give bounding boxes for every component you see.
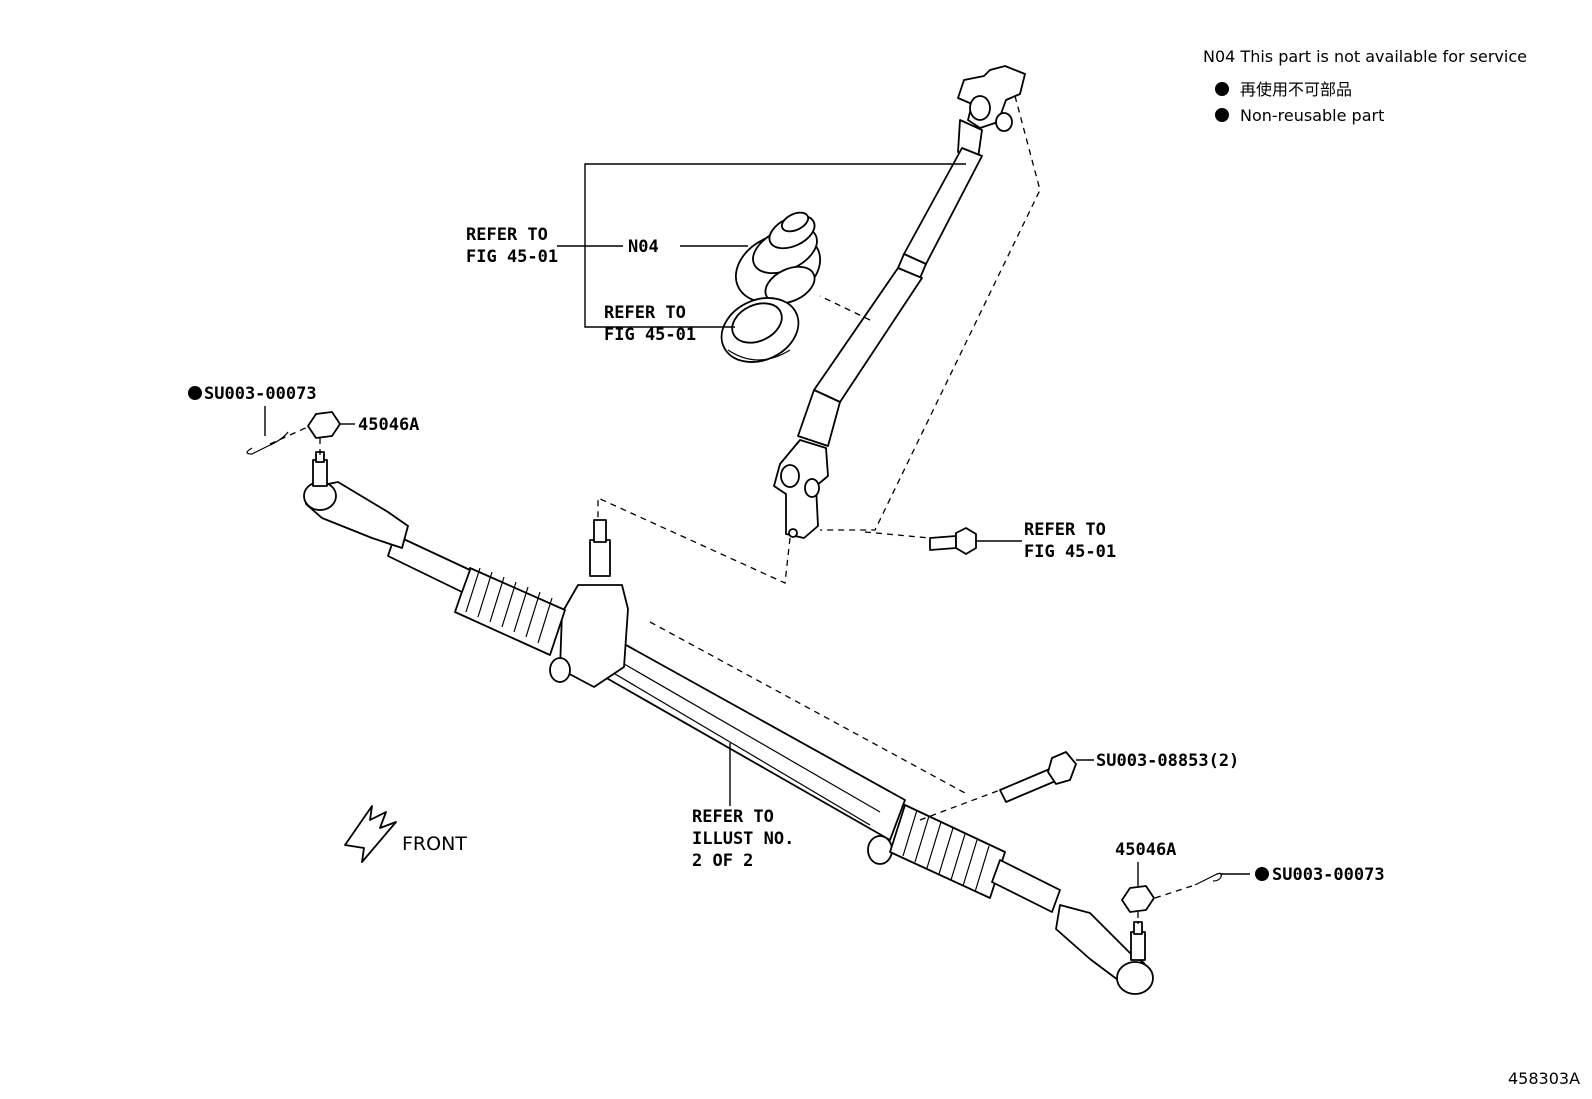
steering-rack	[387, 519, 1061, 913]
intermediate-shaft	[773, 65, 1026, 539]
callout-fig-45-01-grommet: FIG 45-01	[604, 325, 696, 345]
legend-n04-note: N04 This part is not available for servi…	[1203, 47, 1527, 66]
grommet	[720, 297, 800, 363]
callout-fig-45-01: FIG 45-01	[466, 247, 558, 267]
callout-45046a-right: 45046A	[1115, 840, 1176, 860]
callout-refer-to-illust-line1: REFER TO	[692, 807, 774, 827]
callout-45046a-left: 45046A	[358, 415, 419, 435]
callout-su003-08853: SU003-08853(2)	[1096, 751, 1239, 771]
nut-left	[307, 411, 341, 439]
cotter-pin-right	[1194, 872, 1222, 886]
tie-rod-end-left	[303, 451, 409, 549]
front-label: FRONT	[402, 833, 467, 855]
callout-n04: N04	[628, 237, 659, 257]
callout-refer-to-bolt: REFER TO	[1024, 520, 1106, 540]
callout-fig-45-01-bolt: FIG 45-01	[1024, 542, 1116, 562]
callout-su003-00073-right: SU003-00073	[1272, 865, 1385, 885]
non-reusable-bullet-icon	[1255, 867, 1269, 881]
callout-refer-to-grommet: REFER TO	[604, 303, 686, 323]
non-reusable-bullet-icon	[188, 386, 202, 400]
cotter-pin-left	[246, 431, 289, 455]
legend-non-reusable-jp: 再使用不可部品	[1240, 80, 1352, 99]
callouts: REFER TO FIG 45-01 N04 REFER TO FIG 45-0…	[188, 225, 1385, 885]
tie-rod-end-right	[1055, 904, 1154, 995]
callout-refer-to-illust-line3: 2 OF 2	[692, 851, 753, 871]
figure-id: 458303A	[1508, 1069, 1580, 1088]
callout-refer-to: REFER TO	[466, 225, 548, 245]
legend: N04 This part is not available for servi…	[1203, 47, 1527, 125]
front-arrow-icon	[344, 805, 397, 863]
bolt-su003-08853	[999, 751, 1077, 803]
assembly-dashed-lines	[269, 95, 1196, 924]
bolt-shaft-to-pinion	[929, 527, 977, 555]
callout-su003-00073-left: SU003-00073	[204, 384, 317, 404]
legend-non-reusable-en: Non-reusable part	[1240, 106, 1384, 125]
non-reusable-bullet-icon	[1215, 82, 1229, 96]
leader-lines	[264, 163, 1250, 886]
callout-refer-to-illust-line2: ILLUST NO.	[692, 829, 794, 849]
front-direction-indicator: FRONT	[344, 805, 467, 863]
nut-right	[1121, 885, 1155, 913]
column-hole-cover	[734, 211, 822, 305]
non-reusable-bullet-icon	[1215, 108, 1229, 122]
